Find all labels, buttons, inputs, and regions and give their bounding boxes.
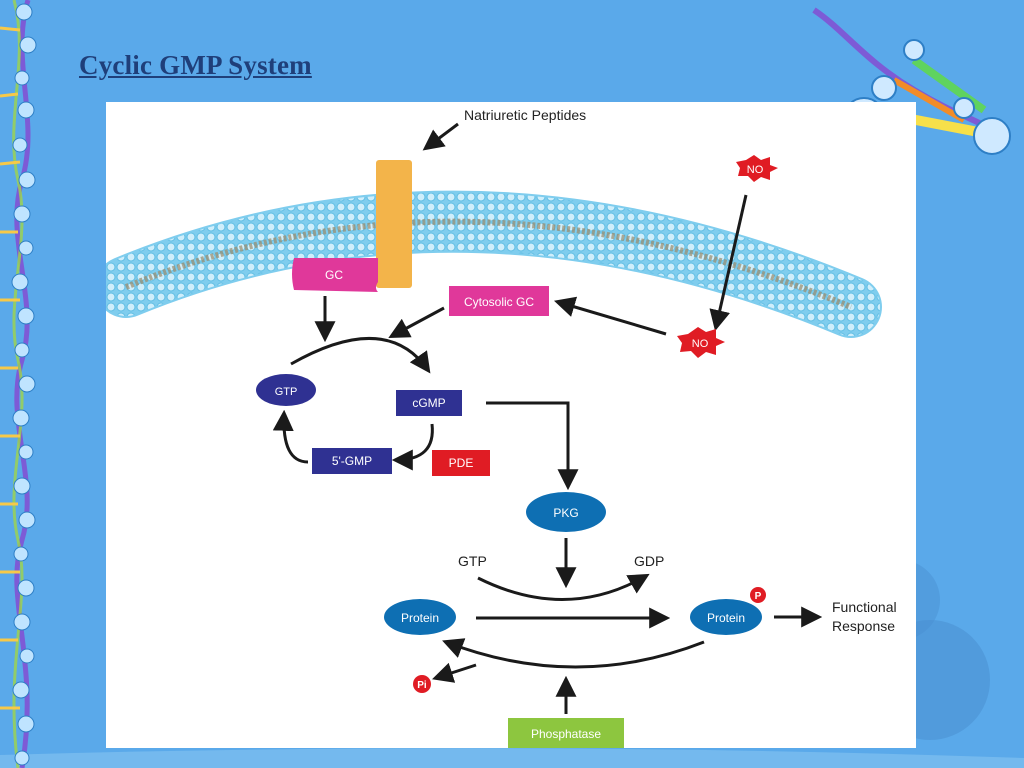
- protein-left-node: Protein: [384, 599, 456, 635]
- functional-response-label-line2: Response: [832, 618, 895, 634]
- dna-strand-left-decoration: [0, 0, 37, 768]
- cytosolic-gc-label: Cytosolic GC: [464, 295, 534, 309]
- gc-node: GC: [292, 258, 378, 292]
- gtp-small-label: GTP: [458, 553, 487, 569]
- protein-left-label: Protein: [401, 611, 439, 625]
- arrow-peptides-to-receptor: [422, 122, 459, 151]
- functional-response-label-line1: Functional: [832, 599, 897, 615]
- no-bottom-label: NO: [692, 338, 709, 350]
- slide-title: Cyclic GMP System: [79, 50, 312, 80]
- arrow-cytosolic-gc-to-cycle: [388, 306, 445, 338]
- no-bottom-node: NO: [677, 327, 725, 358]
- protein-right-node: Protein: [690, 599, 762, 635]
- arrow-dephosphorylation: [442, 638, 705, 669]
- pkg-label: PKG: [553, 506, 578, 520]
- pde-node: PDE: [432, 450, 490, 476]
- svg-text:P: P: [755, 591, 762, 602]
- phosphatase-label: Phosphatase: [531, 727, 601, 741]
- gdp-label: GDP: [634, 553, 664, 569]
- cell-membrane: [106, 190, 882, 338]
- arrow-gtp-to-gdp: [477, 573, 650, 601]
- dna-strand-left-icon: [0, 0, 37, 768]
- natriuretic-peptides-label: Natriuretic Peptides: [464, 107, 586, 123]
- arrow-to-pi: [432, 662, 477, 683]
- arrow-cgmp-to-pkg: [486, 401, 579, 491]
- five-gmp-node: 5'-GMP: [312, 448, 392, 474]
- cytosolic-gc-node: Cytosolic GC: [449, 286, 549, 316]
- no-top-label: NO: [747, 164, 764, 176]
- gc-label: GC: [325, 268, 343, 282]
- five-gmp-label: 5'-GMP: [332, 454, 372, 468]
- arrow-5gmp-to-gtp: [272, 409, 309, 464]
- pde-label: PDE: [449, 456, 474, 470]
- phosphatase-node: Phosphatase: [508, 718, 624, 748]
- gtp-label: GTP: [275, 386, 298, 398]
- cgmp-pathway-diagram: GC Natriuretic Peptides NO NO Cytosolic …: [106, 102, 916, 748]
- receptor-transmembrane: [376, 160, 412, 288]
- arrow-cgmp-to-5gmp: [391, 423, 434, 471]
- pi-badge: Pi: [413, 675, 431, 693]
- arrow-no-down: [709, 194, 748, 332]
- svg-text:Pi: Pi: [417, 680, 427, 691]
- pkg-node: PKG: [526, 492, 606, 532]
- protein-right-label: Protein: [707, 611, 745, 625]
- phosphate-badge: P: [750, 587, 766, 603]
- cgmp-label: cGMP: [412, 396, 445, 410]
- cgmp-node: cGMP: [396, 390, 462, 416]
- arrow-gtp-to-cgmp: [290, 336, 431, 374]
- no-top-node: NO: [736, 155, 778, 182]
- arrow-no-to-cytosolic-gc: [553, 296, 667, 336]
- gtp-node: GTP: [256, 374, 316, 406]
